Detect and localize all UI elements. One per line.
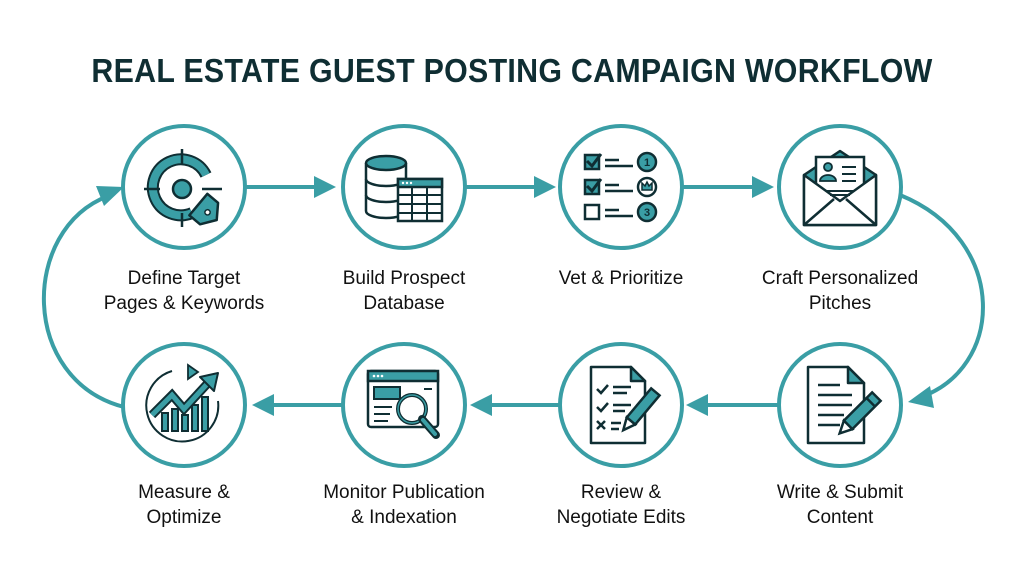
arrowhead-icon bbox=[470, 394, 492, 416]
connector-3-4 bbox=[683, 176, 774, 198]
growth-chart-icon bbox=[145, 363, 220, 443]
browser-magnifier-icon bbox=[366, 369, 440, 439]
envelope-letter-icon bbox=[802, 149, 878, 227]
arrowhead-icon bbox=[96, 186, 124, 206]
arrowhead-icon bbox=[908, 386, 934, 408]
arrowhead-icon bbox=[314, 176, 336, 198]
step-circle-3 bbox=[558, 124, 684, 250]
arrowhead-icon bbox=[252, 394, 274, 416]
svg-text:3: 3 bbox=[644, 207, 650, 219]
arrowhead-icon bbox=[534, 176, 556, 198]
review-document-pencil-icon bbox=[589, 365, 662, 445]
checklist-priority-icon: 1 3 bbox=[583, 151, 658, 223]
arrowhead-icon bbox=[686, 394, 708, 416]
step-label-vet-prioritize: Vet & Prioritize bbox=[558, 268, 684, 289]
arrowhead-icon bbox=[752, 176, 774, 198]
connector-8-1 bbox=[41, 186, 125, 409]
connector-6-7 bbox=[470, 394, 559, 416]
database-table-icon bbox=[364, 154, 444, 223]
connector-7-8 bbox=[252, 394, 342, 416]
connector-2-3 bbox=[466, 176, 556, 198]
page-title: REAL ESTATE GUEST POSTING CAMPAIGN WORKF… bbox=[91, 52, 933, 89]
connector-5-6 bbox=[686, 394, 778, 416]
document-pencil-icon bbox=[806, 365, 883, 445]
step-label-measure-optimize: Measure &Optimize bbox=[138, 482, 230, 528]
step-label-monitor-publication: Monitor Publication& Indexation bbox=[323, 482, 485, 528]
svg-text:1: 1 bbox=[644, 157, 650, 169]
connector-1-2 bbox=[246, 176, 336, 198]
target-tag-icon bbox=[144, 149, 222, 227]
connector-4-5 bbox=[899, 193, 985, 408]
step-label-review-negotiate: Review &Negotiate Edits bbox=[556, 482, 686, 528]
